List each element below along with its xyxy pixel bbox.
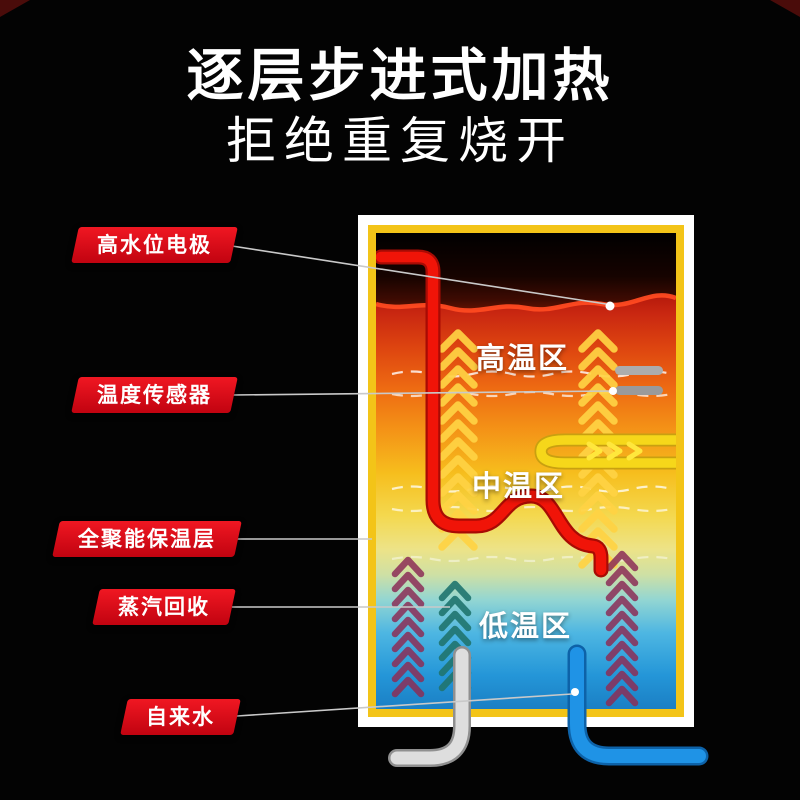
air-gap-above-water (376, 233, 676, 311)
callout-insulation-layer: 全聚能保温层 (52, 521, 242, 557)
callout-label: 全聚能保温层 (78, 521, 216, 557)
zone-label-low-temp: 低温区 (479, 603, 572, 645)
callout-label: 高水位电极 (97, 227, 212, 263)
callout-temperature-sensor: 温度传感器 (71, 377, 238, 413)
callout-steam-recovery: 蒸汽回收 (92, 589, 236, 625)
zone-label-high-temp: 高温区 (476, 335, 569, 377)
callout-tap-water: 自来水 (120, 699, 241, 735)
callout-label: 蒸汽回收 (118, 589, 210, 625)
zone-label-mid-temp: 中温区 (472, 463, 565, 505)
callout-label: 温度传感器 (97, 377, 212, 413)
callout-high-water-electrode: 高水位电极 (71, 227, 238, 263)
callout-label: 自来水 (146, 699, 215, 735)
